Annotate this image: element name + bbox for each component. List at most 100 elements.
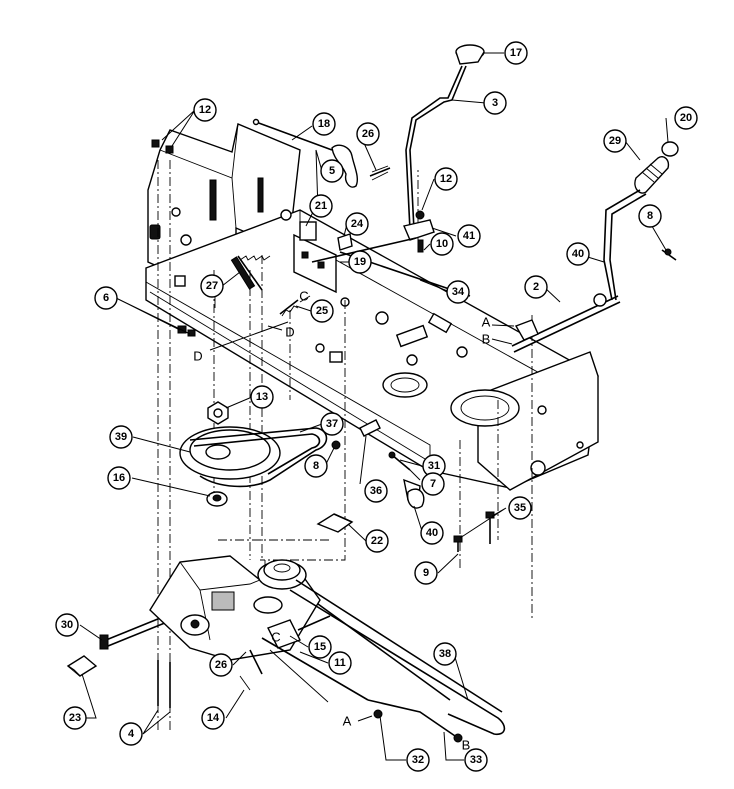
callout-circle [94,286,118,310]
callout-circle [250,385,274,409]
callout-5: 5 [320,159,344,183]
callout-number: 9 [423,567,429,579]
callout-circle [674,106,698,130]
callout-6: 6 [94,286,118,310]
callout-13: 13 [250,385,274,409]
callout-number: 10 [436,238,448,250]
callout-40: 40 [566,242,590,266]
callout-circle [63,706,87,730]
callout-circle [421,472,445,496]
callout-number: 39 [115,431,127,443]
callout-29: 29 [603,129,627,153]
callout-circle [356,122,380,146]
callout-7: 7 [421,472,445,496]
callout-41: 41 [457,224,481,248]
callout-34: 34 [446,280,470,304]
callout-circle [200,274,224,298]
callout-circle [446,280,470,304]
callout-circle [209,653,233,677]
callout-35: 35 [508,496,532,520]
callout-number: 20 [680,112,692,124]
callout-20: 20 [674,106,698,130]
callout-number: 29 [609,135,621,147]
callout-circle [107,466,131,490]
callout-circle [320,159,344,183]
callout-circle [328,651,352,675]
callout-33: 33 [464,748,488,772]
callout-number: 12 [440,173,452,185]
callout-circle [193,98,217,122]
callout-number: 14 [207,712,220,724]
callout-circle [430,232,454,256]
callout-number: 33 [470,754,482,766]
callout-number: 8 [647,210,653,222]
callout-4: 4 [119,722,143,746]
callout-37: 37 [320,412,344,436]
callout-number: 12 [199,104,211,116]
callout-number: 24 [351,218,364,230]
callout-number: 35 [514,502,526,514]
callout-circle [638,204,662,228]
callout-32: 32 [406,748,430,772]
callout-number: 25 [316,305,328,317]
callout-circle [345,212,369,236]
callout-circle [566,242,590,266]
letter-label-a: A [482,315,491,330]
leader-lines [79,52,669,761]
callout-12: 12 [434,167,458,191]
callout-number: 2 [533,281,539,293]
callout-circle [55,613,79,637]
letter-label-a: A [343,714,352,729]
center-lines [157,160,533,730]
letter-label-c: C [299,289,308,304]
callout-circle [304,454,328,478]
callout-number: 34 [452,286,465,298]
callout-38: 38 [433,642,457,666]
callout-number: 22 [371,535,383,547]
callout-number: 16 [113,472,125,484]
callout-circle [309,194,333,218]
callout-3: 3 [483,91,507,115]
callout-number: 7 [430,478,436,490]
callout-number: 26 [362,128,374,140]
spring-27 [230,255,271,291]
callout-circle [420,521,444,545]
letter-label-d: D [285,325,294,340]
callout-16: 16 [107,466,131,490]
callout-number: 40 [426,527,438,539]
callout-21: 21 [309,194,333,218]
callout-number: 26 [215,659,227,671]
callout-circle [310,299,334,323]
callout-10: 10 [430,232,454,256]
callout-36: 36 [364,479,388,503]
callout-number: 41 [463,230,475,242]
callout-circle [457,224,481,248]
callout-27: 27 [200,274,224,298]
letter-label-b: B [482,332,491,347]
callout-circle [524,275,548,299]
callout-circle [364,479,388,503]
letter-label-c: C [271,630,280,645]
letter-label-d: D [193,349,202,364]
callout-circle [320,412,344,436]
callout-14: 14 [201,706,225,730]
callout-22: 22 [365,529,389,553]
callout-circle [109,425,133,449]
callout-19: 19 [348,250,372,274]
callout-number: 32 [412,754,424,766]
callout-8: 8 [638,204,662,228]
callout-23: 23 [63,706,87,730]
callout-circle [508,496,532,520]
callout-number: 23 [69,712,81,724]
callout-circle [406,748,430,772]
callout-circle [308,635,332,659]
callout-26: 26 [209,653,233,677]
callout-24: 24 [345,212,369,236]
callout-number: 5 [329,165,335,177]
callout-15: 15 [308,635,332,659]
callout-circle [348,250,372,274]
callout-number: 38 [439,648,451,660]
callout-circle [414,561,438,585]
